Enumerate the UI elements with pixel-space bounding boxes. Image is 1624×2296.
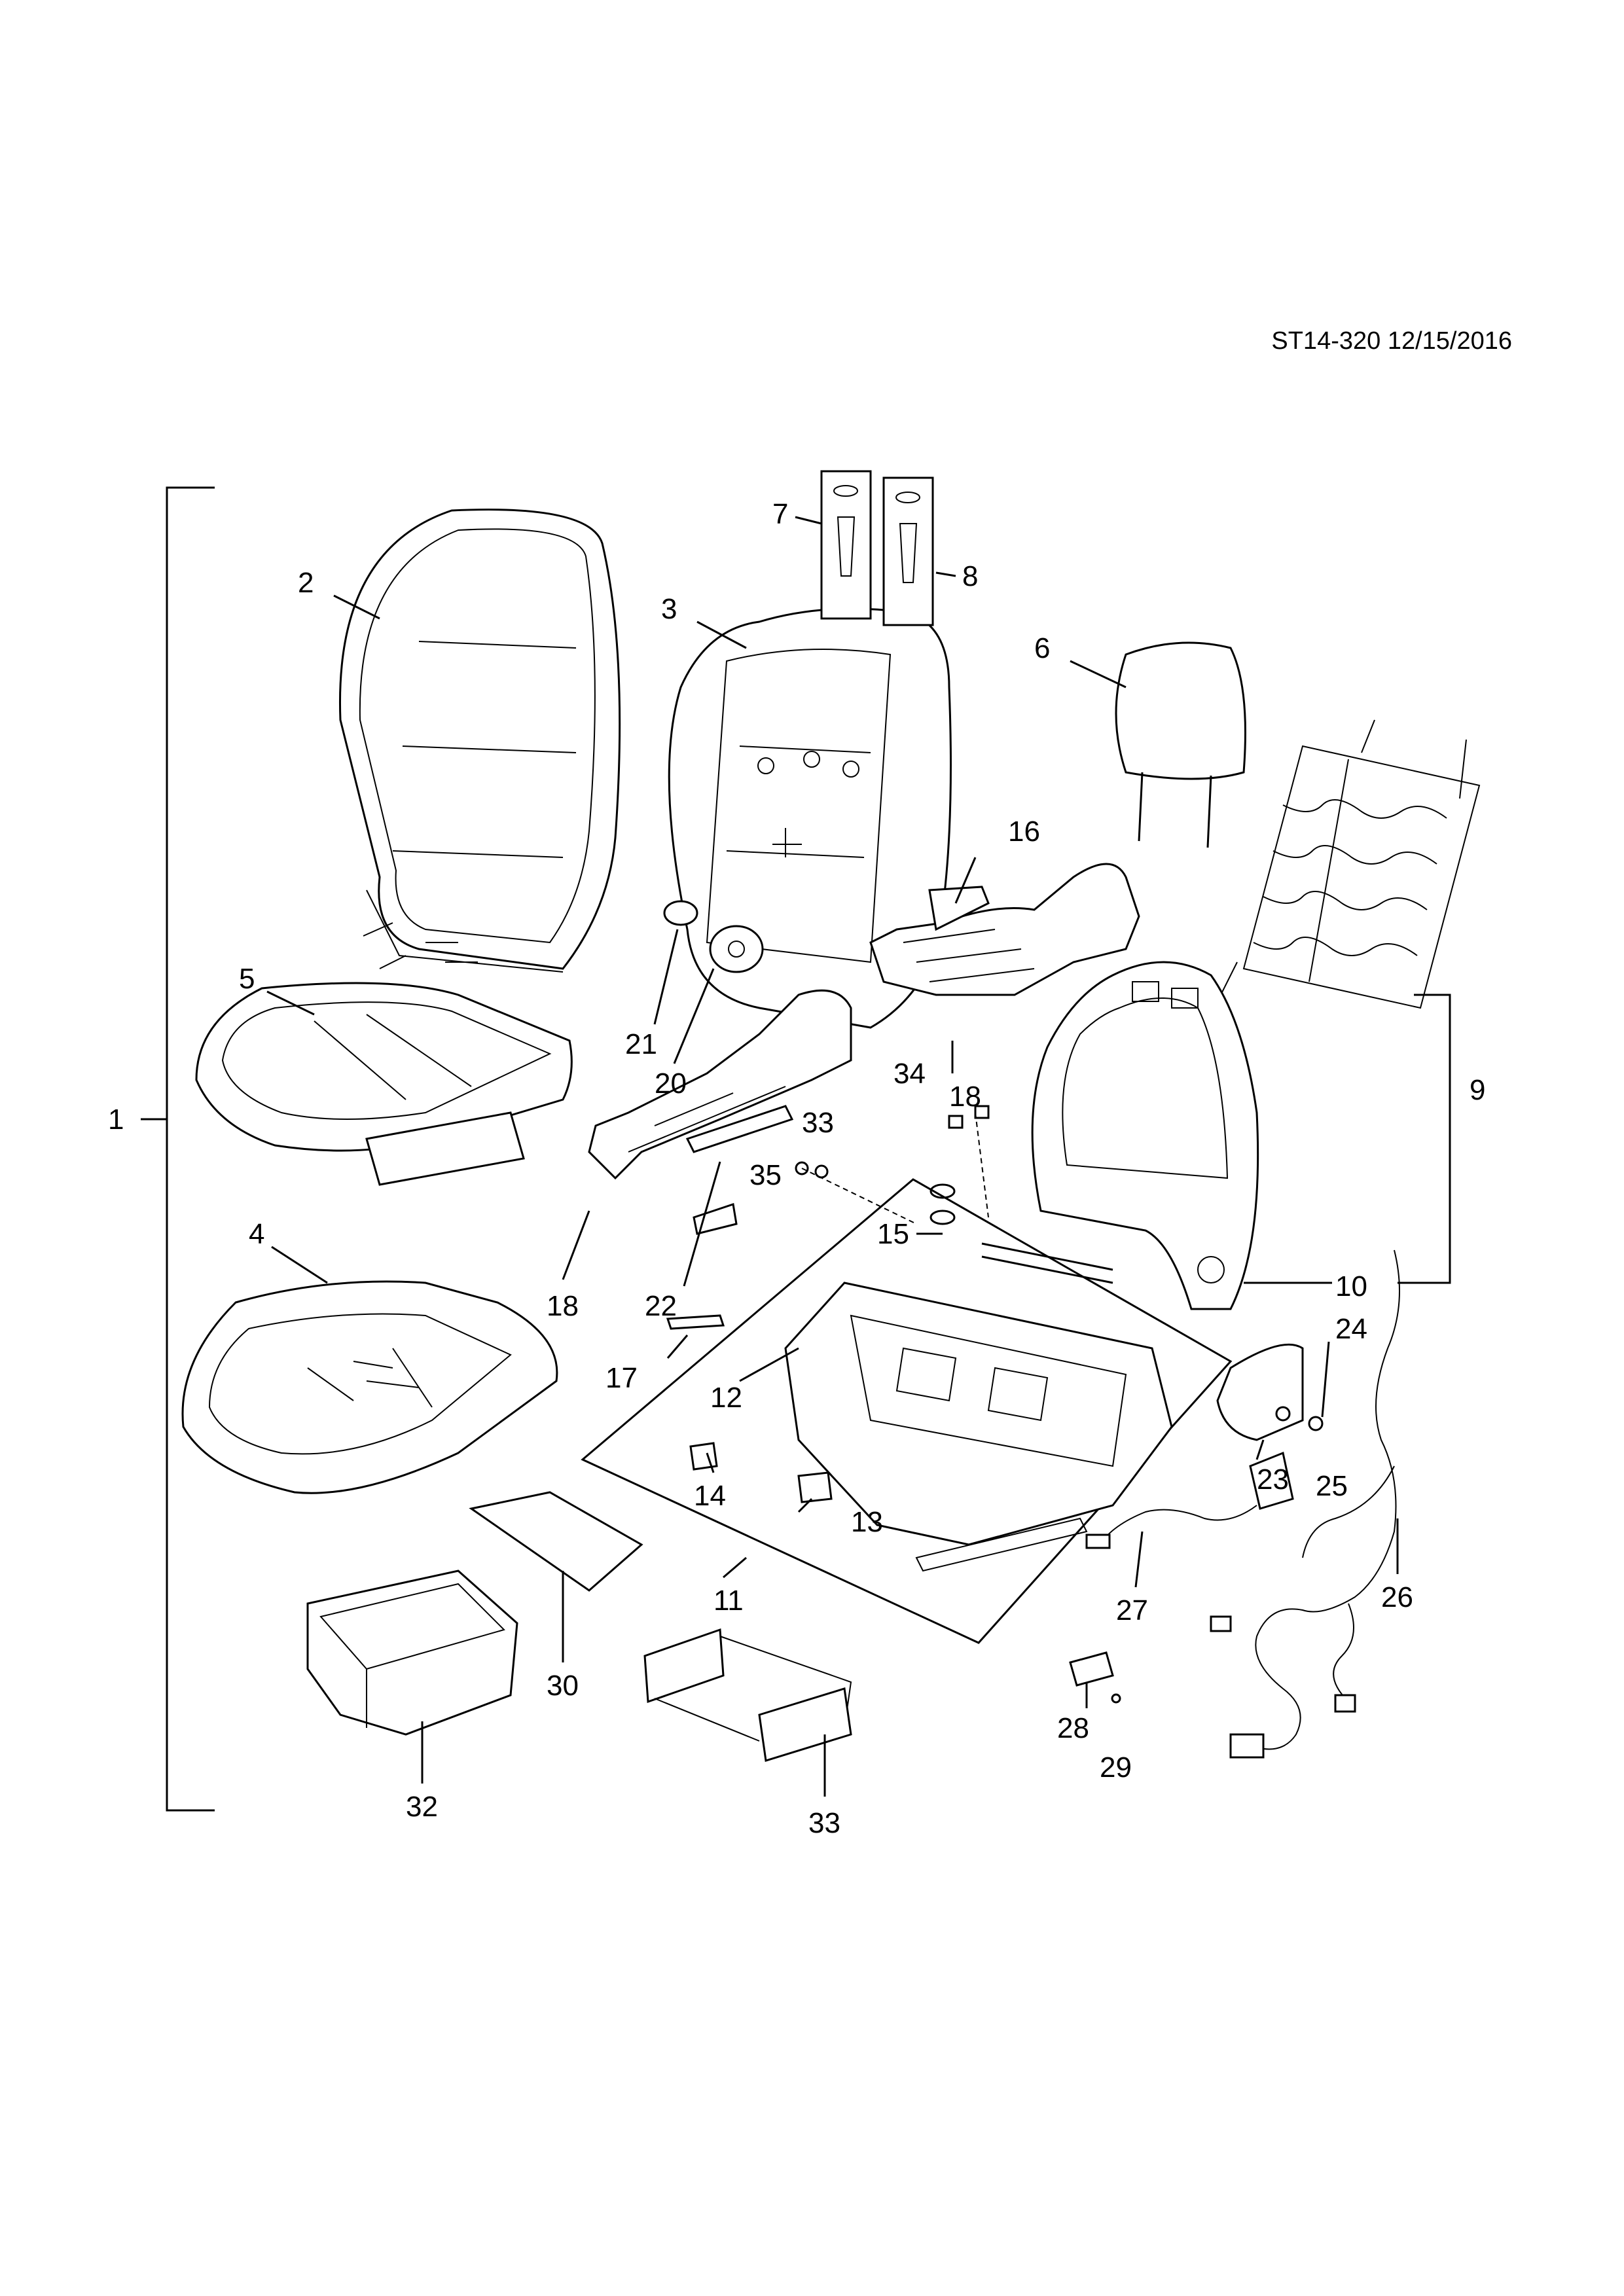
callout-24: 25 xyxy=(1316,1470,1348,1502)
leader-lines xyxy=(266,516,1451,1797)
callout-22: 23 xyxy=(1257,1463,1289,1496)
callout-18-upper: 18 xyxy=(949,1081,981,1113)
part-trim-bracket xyxy=(685,1105,794,1235)
callout-1: 1 xyxy=(108,1103,124,1136)
part-side-trim xyxy=(1216,1343,1324,1441)
callout-4: 4 xyxy=(249,1218,264,1250)
part-clip xyxy=(666,1314,725,1330)
callout-25: 26 xyxy=(1381,1581,1413,1613)
callout-7: 7 xyxy=(772,498,788,530)
callout-13: 13 xyxy=(851,1506,883,1538)
callout-33: 33 xyxy=(802,1107,834,1139)
callout-23: 24 xyxy=(1335,1313,1367,1345)
part-cushion-panel xyxy=(469,1491,643,1592)
part-kit-box xyxy=(581,1178,1233,1644)
callout-26: 27 xyxy=(1116,1594,1148,1626)
part-cushion-frame xyxy=(784,1242,1173,1572)
diagram-code: ST14-320 12/15/2016 xyxy=(1271,327,1512,355)
callout-34: 34 xyxy=(893,1058,926,1090)
part-storage-tray xyxy=(306,1570,518,1736)
callout-32: 32 xyxy=(406,1791,438,1823)
part-seat-track-bracket xyxy=(643,1628,852,1762)
callout-19: 20 xyxy=(655,1067,687,1100)
callout-6: 6 xyxy=(1034,632,1050,664)
callout-8: 8 xyxy=(962,560,978,592)
callout-35: 35 xyxy=(749,1159,782,1191)
callout-14: 14 xyxy=(694,1480,726,1512)
callout-labels: 1 2 3 5 4 7 8 6 9 10 16 18 21 20 34 33 3… xyxy=(108,498,1485,1839)
callout-12: 12 xyxy=(710,1382,742,1414)
callout-2: 2 xyxy=(298,567,314,599)
part-recline-knob xyxy=(663,900,764,973)
callout-15: 15 xyxy=(877,1218,909,1250)
callout-30: 33 xyxy=(808,1807,840,1839)
callout-5: 5 xyxy=(239,963,255,995)
part-back-frame xyxy=(1031,961,1259,1310)
callout-10: 10 xyxy=(1335,1270,1367,1302)
part-headrest-guides xyxy=(820,470,934,626)
callout-27: 28 xyxy=(1057,1712,1089,1744)
part-fasteners xyxy=(795,1105,990,1225)
callout-3: 3 xyxy=(661,593,677,625)
part-recliner-cover-upper xyxy=(869,863,1140,996)
assembly-bracket xyxy=(141,486,215,1812)
callout-17: 17 xyxy=(605,1362,638,1394)
part-cushion-cover xyxy=(195,982,573,1186)
callout-21: 22 xyxy=(645,1290,677,1322)
part-small-cover xyxy=(1069,1651,1121,1704)
callout-20: 21 xyxy=(625,1028,657,1060)
part-head-restraint xyxy=(1115,641,1246,848)
part-recliner-cover-lower xyxy=(588,989,852,1180)
part-cushion-pad xyxy=(181,1280,558,1494)
part-suspension-mat xyxy=(1217,719,1481,1009)
part-wiring-harness xyxy=(1210,1249,1400,1759)
callout-18-lower: 18 xyxy=(547,1290,579,1322)
part-seat-back-cover xyxy=(338,509,621,973)
part-seat-belt-buckle xyxy=(1085,1451,1294,1549)
callout-9: 9 xyxy=(1470,1074,1485,1106)
callout-28: 29 xyxy=(1100,1751,1132,1784)
callout-29: 30 xyxy=(547,1670,579,1702)
callout-11: 11 xyxy=(713,1585,744,1617)
callout-16: 16 xyxy=(1008,816,1040,848)
